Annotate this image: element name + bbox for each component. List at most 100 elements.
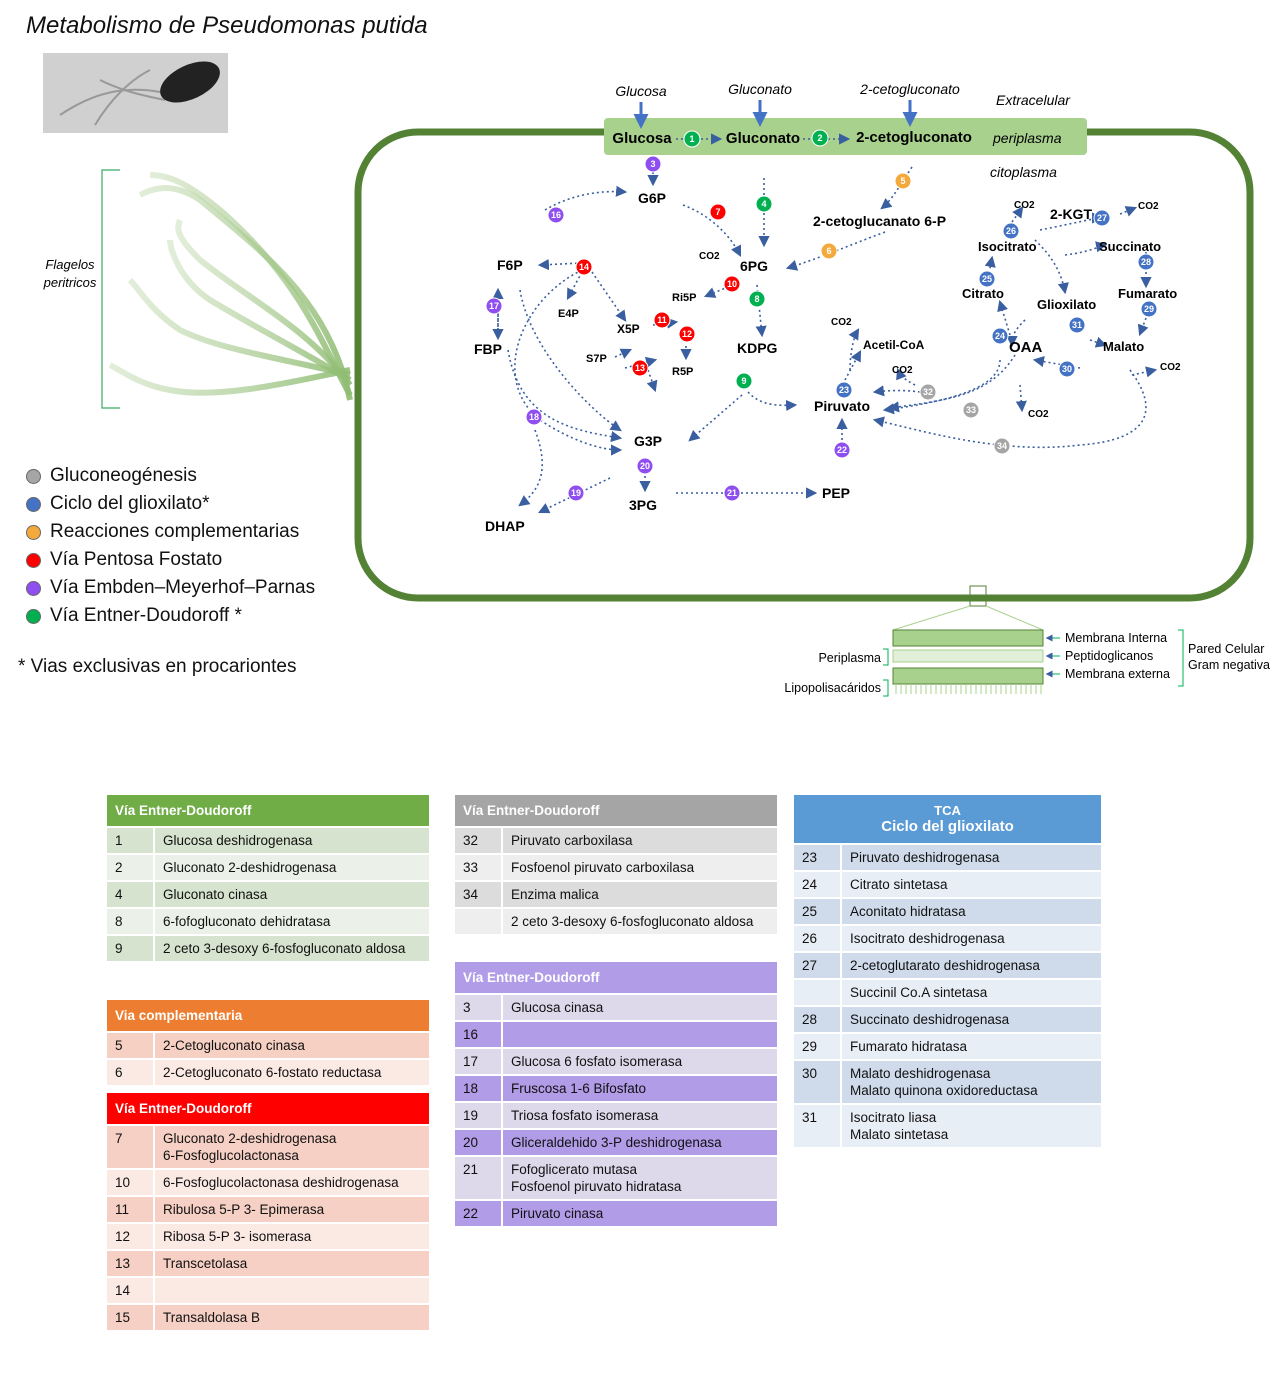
legend-dot: [26, 496, 41, 512]
enzyme-number: 33: [455, 855, 503, 880]
enzyme-9: 9: [735, 372, 753, 390]
svg-text:7: 7: [715, 207, 720, 217]
enzyme-23: 23: [835, 381, 853, 399]
enzyme-17: 17: [485, 297, 503, 315]
met-g3p: G3P: [634, 433, 662, 449]
svg-text:1: 1: [689, 134, 694, 144]
enzyme-7: 7: [709, 203, 727, 221]
enzyme-name: Succinil Co.A sintetasa: [842, 980, 1101, 1005]
enzyme-25: 25: [978, 270, 996, 288]
met-oaa: OAA: [1009, 339, 1043, 356]
enzyme-1: 1: [683, 130, 701, 148]
svg-text:CO2: CO2: [1014, 200, 1035, 211]
bacterium-photo: [43, 53, 228, 133]
met-isocitrato: Isocitrato: [978, 239, 1037, 254]
enzyme-number: 12: [107, 1224, 155, 1249]
enzyme-number: 25: [794, 899, 842, 924]
membrane-inset: Membrana Interna Peptidoglicanos Membran…: [784, 585, 1270, 697]
met-malato: Malato: [1103, 339, 1144, 354]
svg-text:11: 11: [657, 315, 667, 325]
enzyme-name: Piruvato carboxilasa: [503, 828, 777, 853]
legend-item-entner: Vía Entner-Doudoroff *: [26, 602, 315, 630]
co2-labels: CO2 CO2 CO2 CO2 CO2 CO2 CO2: [699, 200, 1181, 420]
svg-text:30: 30: [1062, 364, 1072, 374]
svg-text:9: 9: [741, 376, 746, 386]
label-extracelular: Extracelular: [996, 92, 1071, 108]
enzyme-number: 30: [794, 1061, 842, 1103]
enzyme-number: 8: [107, 909, 155, 934]
enzyme-24: 24: [991, 327, 1009, 345]
met-citrato: Citrato: [962, 286, 1004, 301]
enzyme-name: Glucosa deshidrogenasa: [155, 828, 429, 853]
svg-text:6: 6: [826, 246, 831, 256]
label-pared-1: Pared Celular: [1188, 642, 1264, 656]
table-header: Vía Entner-Doudoroff: [107, 795, 429, 826]
svg-text:16: 16: [551, 210, 561, 220]
enzyme-number: 11: [107, 1197, 155, 1222]
peri-glucosa: Glucosa: [612, 130, 672, 147]
table-row: 16: [455, 1022, 777, 1047]
enzyme-number: [794, 980, 842, 1005]
met-x5p: X5P: [617, 322, 640, 336]
enzyme-name: Gluconato 2-deshidrogenasa 6-Fosfoglucol…: [155, 1126, 429, 1168]
label-citoplasma: citoplasma: [990, 164, 1057, 180]
enzyme-number: 22: [455, 1201, 503, 1226]
enzyme-name: 2-Cetogluconato 6-fostato reductasa: [155, 1060, 429, 1085]
svg-text:21: 21: [727, 488, 737, 498]
enzyme-number: 23: [794, 845, 842, 870]
enzyme-name: Ribulosa 5-P 3- Epimerasa: [155, 1197, 429, 1222]
enzyme-30: 30: [1058, 360, 1076, 378]
enzyme-12: 12: [678, 325, 696, 343]
met-piruvato: Piruvato: [814, 398, 870, 414]
enzyme-name: 2-Cetogluconato cinasa: [155, 1033, 429, 1058]
enzyme-number: 9: [107, 936, 155, 961]
enzyme-number: 16: [455, 1022, 503, 1047]
enzyme-number: 19: [455, 1103, 503, 1128]
label-peptidoglicanos: Peptidoglicanos: [1065, 649, 1153, 663]
met-g6p: G6P: [638, 190, 666, 206]
enzyme-27: 27: [1093, 209, 1111, 227]
enzyme-21: 21: [723, 484, 741, 502]
enzyme-number: [455, 909, 503, 934]
enzyme-name: Fumarato hidratasa: [842, 1034, 1101, 1059]
page-title: Metabolismo de Pseudomonas putida: [26, 12, 428, 39]
enzyme-16: 16: [547, 206, 565, 224]
label-periplasma-inset: Periplasma: [818, 651, 881, 665]
enzyme-13: 13: [631, 359, 649, 377]
peri-2-cetogluconato: 2-cetogluconato: [856, 129, 972, 146]
enzyme-number: 13: [107, 1251, 155, 1276]
ext-gluconato: Gluconato: [728, 81, 792, 97]
table-header: Via complementaria: [107, 1000, 429, 1031]
enzyme-name: Isocitrato liasa Malato sintetasa: [842, 1105, 1101, 1147]
enzyme-number: 21: [455, 1157, 503, 1199]
enzyme-name: [155, 1278, 429, 1303]
enzyme-20: 20: [636, 457, 654, 475]
svg-text:31: 31: [1072, 320, 1082, 330]
label-periplasma: periplasma: [992, 130, 1062, 146]
svg-text:CO2: CO2: [1160, 362, 1181, 373]
met-succinato: Succinato: [1099, 239, 1161, 254]
met-s7p: S7P: [586, 353, 607, 365]
met-glioxilato: Glioxilato: [1037, 297, 1096, 312]
enzyme-number: 4: [107, 882, 155, 907]
label-pared-2: Gram negativa: [1188, 658, 1270, 672]
